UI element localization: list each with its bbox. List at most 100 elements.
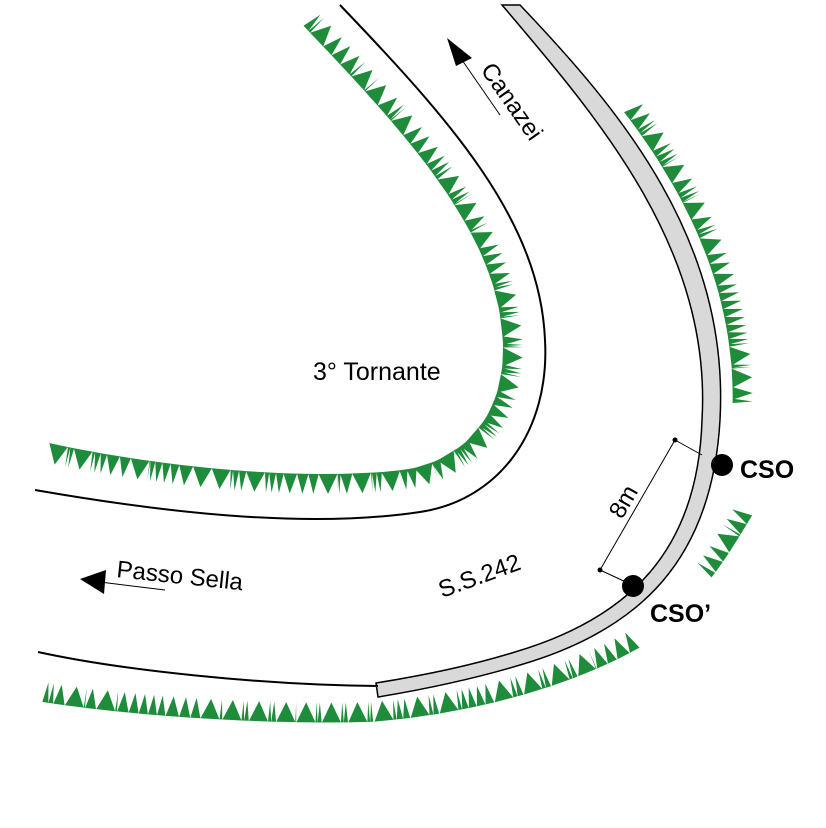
vegetation-triangle <box>219 699 223 720</box>
vegetation-triangle <box>614 638 630 660</box>
vegetation-triangle <box>731 364 752 368</box>
vegetation-triangle <box>381 470 401 492</box>
vegetation-triangle <box>48 683 54 704</box>
vegetation-triangle <box>551 663 570 686</box>
vegetation-triangle <box>65 446 71 467</box>
vegetation-triangle <box>200 698 220 720</box>
vegetation-triangle <box>410 136 430 154</box>
vegetation-triangle <box>494 680 514 703</box>
vegetation-triangle <box>349 62 366 77</box>
vegetation-triangle <box>706 252 727 265</box>
vegetation-triangle <box>695 224 716 235</box>
vegetation-triangle <box>432 462 439 482</box>
vegetation-triangle <box>680 191 700 203</box>
bottom-vegetation-border <box>42 632 640 723</box>
vegetation-triangle <box>430 161 450 177</box>
vegetation-triangle <box>568 658 578 679</box>
vegetation-triangle <box>594 647 608 669</box>
vegetation-triangle <box>725 324 747 333</box>
canazei-label: Canazei <box>475 58 548 146</box>
vegetation-triangle <box>119 456 131 478</box>
vegetation-triangle <box>170 463 180 485</box>
cso-point <box>711 454 733 476</box>
vegetation-triangle <box>732 398 753 404</box>
vegetation-triangle <box>283 473 298 494</box>
vegetation-triangle <box>267 701 272 722</box>
vegetation-triangle <box>352 472 372 494</box>
vegetation-triangle <box>363 77 380 92</box>
vegetation-triangle <box>538 669 546 689</box>
vegetation-triangle <box>464 216 485 232</box>
vegetation-triangle <box>702 555 723 572</box>
vegetation-triangle <box>376 472 382 493</box>
vegetation-triangle <box>671 178 693 194</box>
vegetation-triangle <box>455 446 469 466</box>
vegetation-triangle <box>677 186 697 199</box>
vegetation-triangle <box>732 509 753 525</box>
vegetation-triangle <box>310 25 332 47</box>
vegetation-triangle <box>179 697 191 718</box>
vegetation-triangle <box>465 427 488 448</box>
vegetation-triangle <box>488 272 510 286</box>
vegetation-triangle <box>492 280 513 289</box>
vegetation-triangle <box>515 676 524 697</box>
tornante-label: 3° Tornante <box>313 358 441 386</box>
vegetation-triangle <box>246 471 265 492</box>
vegetation-triangle <box>367 701 371 722</box>
vegetation-triangle <box>128 693 139 714</box>
vegetation-triangle <box>390 115 413 136</box>
vegetation-triangle <box>630 113 650 131</box>
vegetation-triangle <box>370 701 374 722</box>
vegetation-triangle <box>690 216 712 231</box>
vegetation-triangle <box>453 194 472 206</box>
vegetation-triangle <box>331 46 351 65</box>
vegetation-triangle <box>470 232 493 250</box>
vegetation-triangle <box>364 85 387 106</box>
vegetation-triangle <box>248 701 268 722</box>
vegetation-triangle <box>296 702 316 723</box>
distance-label: 8m <box>604 481 644 523</box>
vegetation-triangle <box>83 687 87 708</box>
vegetation-triangle <box>165 696 179 717</box>
vegetation-triangle <box>318 473 338 494</box>
vegetation-triangle <box>276 701 296 723</box>
vegetation-triangle <box>655 148 675 163</box>
vegetation-triangle <box>641 132 664 152</box>
vegetation-triangle <box>564 660 573 680</box>
vegetation-triangle <box>162 462 171 483</box>
vegetation-triangle <box>426 155 445 171</box>
vegetation-triangle <box>295 702 297 723</box>
vegetation-triangle <box>454 202 477 222</box>
vegetation-triangle <box>323 37 342 56</box>
vegetation-triangle <box>315 702 318 723</box>
vegetation-triangle <box>482 253 503 266</box>
vegetation-triangle <box>682 202 705 221</box>
vegetation-triangle <box>493 284 514 291</box>
vegetation-triangle <box>264 472 270 493</box>
vegetation-triangle <box>414 462 433 485</box>
passo-sella-arrow <box>80 570 166 594</box>
vegetation-triangle <box>138 693 148 715</box>
vegetation-triangle <box>482 420 500 434</box>
vegetation-triangle <box>351 70 373 91</box>
vegetation-triangle <box>503 343 524 347</box>
vegetation-triangle <box>510 677 518 698</box>
vegetation-triangle <box>85 688 96 710</box>
outer-road-edge <box>37 651 379 687</box>
vegetation-triangle <box>625 632 640 653</box>
vegetation-triangle <box>479 422 497 437</box>
vegetation-triangle <box>659 153 678 167</box>
vegetation-triangle <box>389 107 406 121</box>
vegetation-triangle <box>716 284 737 294</box>
vegetation-triangle <box>717 533 740 553</box>
vegetation-triangle <box>662 164 685 184</box>
vegetation-triangle <box>150 460 156 482</box>
vegetation-triangle <box>624 104 644 121</box>
vegetation-triangle <box>233 470 240 491</box>
vegetation-triangle <box>371 472 373 493</box>
sidewalk <box>375 4 722 698</box>
vegetation-triangle <box>49 443 68 465</box>
vegetation-triangle <box>431 459 444 480</box>
cso-prime-point <box>622 575 644 597</box>
